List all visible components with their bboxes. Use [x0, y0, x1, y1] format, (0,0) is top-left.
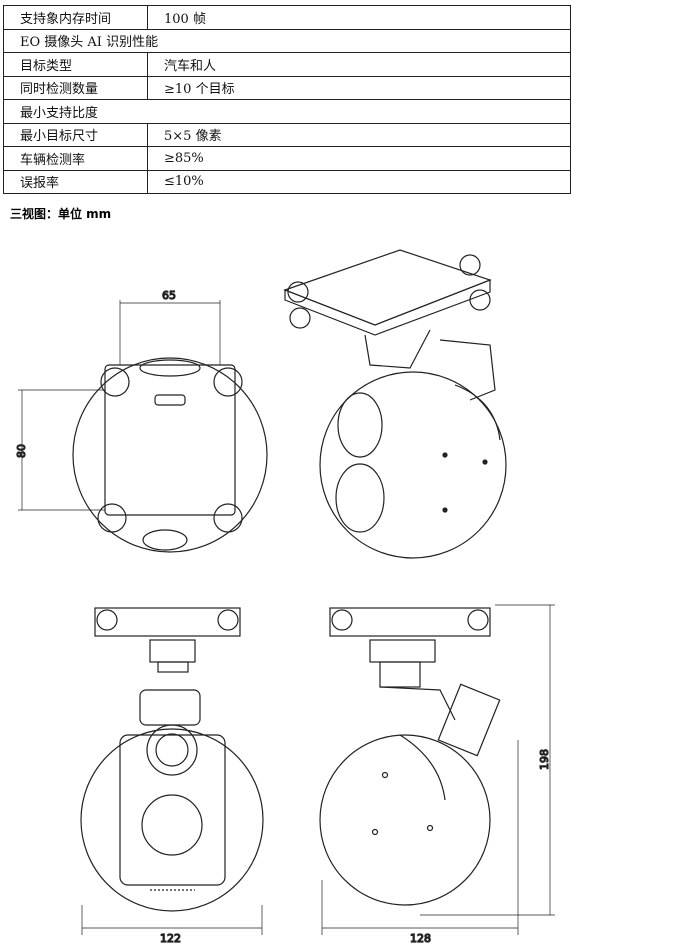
row-label: 目标类型 [3, 52, 148, 77]
dim-top-height: 80 [15, 444, 28, 458]
section-label: 最小支持比度 [3, 99, 571, 124]
row-label: 车辆检测率 [3, 146, 148, 171]
dim-top-width: 65 [162, 289, 176, 302]
isometric-view [283, 249, 507, 559]
front-view [80, 607, 264, 935]
dim-side-width: 128 [410, 932, 431, 945]
dim-side-height: 198 [538, 749, 551, 770]
row-label: 最小目标尺寸 [3, 122, 148, 147]
table-section-row: 最小支持比度 [3, 99, 571, 124]
row-value: 5×5 像素 [147, 122, 571, 147]
top-view [18, 300, 268, 553]
side-view [319, 604, 555, 935]
row-label: 误报率 [3, 169, 148, 194]
table-row: 误报率≤10% [3, 169, 571, 194]
drawing-caption: 三视图：单位 mm [10, 207, 112, 221]
row-label: 支持象内存时间 [3, 5, 148, 30]
row-value: 汽车和人 [147, 52, 571, 77]
row-value: ≤10% [147, 169, 571, 194]
row-value: ≥10 个目标 [147, 75, 571, 100]
table-row: 车辆检测率≥85% [3, 146, 571, 171]
table-row: 目标类型汽车和人 [3, 52, 571, 77]
dim-front-width: 122 [160, 932, 181, 945]
row-value: 100 帧 [147, 5, 571, 30]
table-row: 同时检测数量≥10 个目标 [3, 75, 571, 100]
